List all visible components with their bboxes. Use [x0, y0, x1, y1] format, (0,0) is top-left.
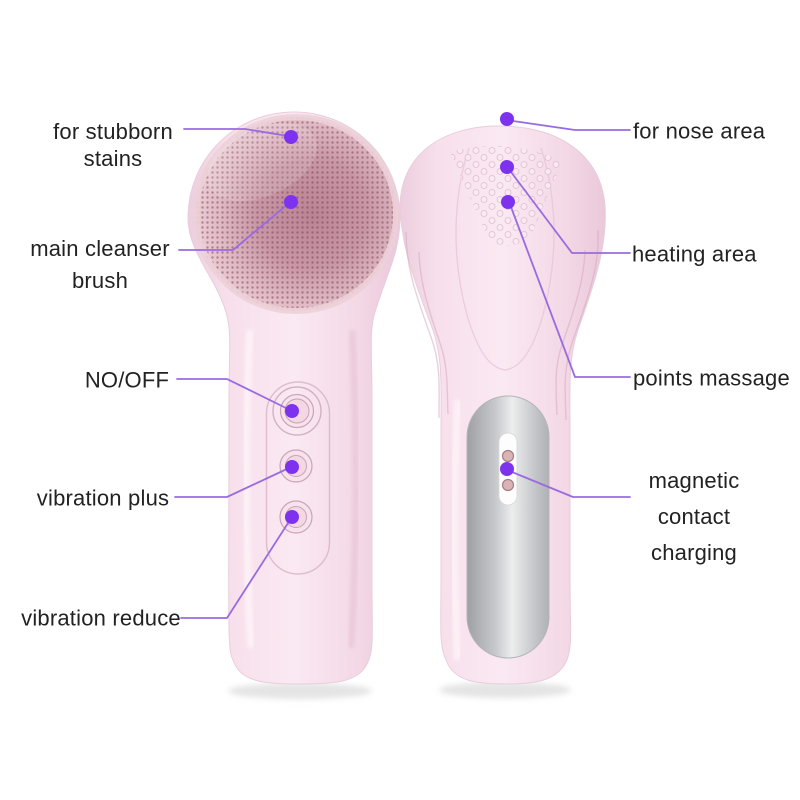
callout-line-for-nose-area [512, 120, 631, 131]
label-vibration-plus: vibration plus [36, 485, 170, 511]
label-no-off: NO/OFF [84, 367, 170, 393]
charging-contact-bottom [501, 478, 515, 492]
callout-dot-for-nose-area [500, 112, 514, 126]
back-device-shadow [439, 682, 571, 698]
callout-dot-no-off [285, 404, 299, 418]
front-device-shadow [228, 683, 372, 699]
label-vibration-reduce: vibration reduce [21, 605, 181, 631]
label-heating-area: heating area [632, 241, 757, 267]
label-main-cleanser-brush: main cleanser brush [30, 236, 170, 293]
label-points-massage: points massage [633, 365, 790, 391]
callout-line-vibration-reduce [180, 519, 291, 619]
callout-dot-for-stubborn-stains [284, 130, 298, 144]
callout-dot-vibration-reduce [285, 510, 299, 524]
label-for-stubborn-stains: for stubborn stains [53, 119, 173, 171]
back-handle-highlight [450, 399, 462, 661]
face-contour [455, 147, 555, 371]
callout-line-vibration-plus [174, 467, 290, 498]
callout-line-no-off [176, 378, 291, 411]
front-device [187, 111, 401, 685]
front-handle-highlight [242, 329, 255, 649]
callout-dot-main-cleanser-brush [284, 195, 298, 209]
callout-line-points-massage [510, 206, 631, 378]
callout-line-main-cleanser-brush [178, 203, 289, 251]
front-handle-shade [348, 329, 359, 649]
callout-line-heating-area [510, 171, 631, 254]
charging-panel [466, 395, 550, 659]
callout-dots [284, 112, 515, 524]
label-for-nose-area: for nose area [633, 118, 766, 144]
callout-dot-heating-area [500, 160, 514, 174]
charging-contact-top [501, 449, 515, 463]
callout-line-magnetic-contact-charging [511, 471, 631, 498]
callout-dot-magnetic-contact-charging [500, 462, 514, 476]
callout-dot-vibration-plus [285, 460, 299, 474]
callout-lines [174, 120, 631, 619]
callout-dot-points-massage [501, 195, 515, 209]
callout-line-for-stubborn-stains [183, 128, 289, 137]
label-magnetic-contact-charging: magnetic contact charging [648, 468, 740, 565]
back-device [399, 125, 606, 685]
